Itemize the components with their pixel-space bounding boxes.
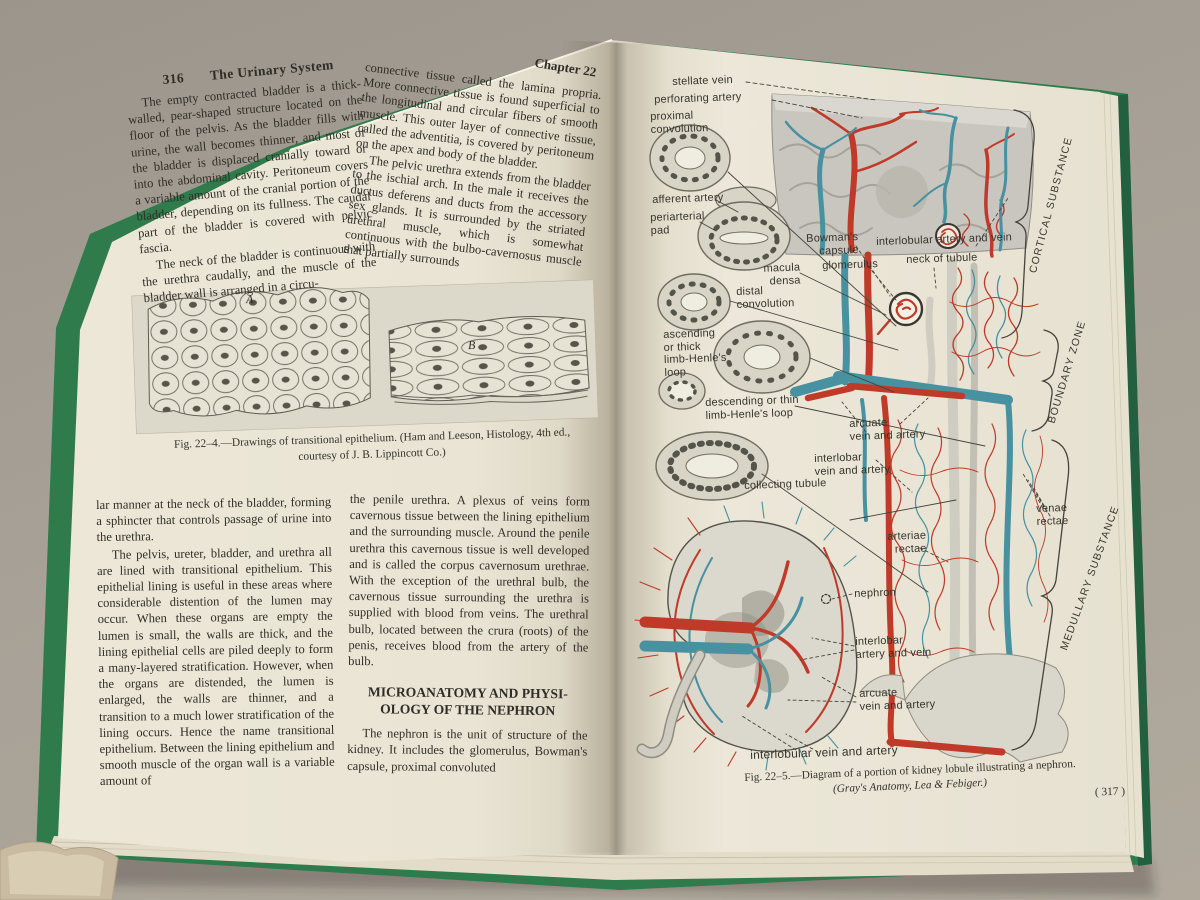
paragraph: lar manner at the neck of the bladder, f… (96, 494, 332, 545)
leader-lines (699, 81, 1051, 753)
label-neck-of-tubule: neck of tubule (906, 251, 978, 266)
section-heading-line2: OLOGY OF THE NEPHRON (380, 701, 556, 719)
paragraph: the penile urethra. A plexus of veins fo… (348, 491, 590, 669)
label-glomerulus: glomerulus (822, 258, 879, 272)
figure-marker-b: B (467, 337, 476, 353)
label-bowmans-capsule: Bowman's capsule (805, 231, 859, 257)
label-ascending-limb: ascending or thick limb-Henle's loop (663, 327, 727, 379)
label-arteriae-rectae: arteriae rectae (887, 529, 927, 556)
label-stellate-vein: stellate vein (672, 73, 734, 88)
paragraph: The pelvis, ureter, bladder, and urethra… (96, 544, 335, 789)
page-stack-right (1098, 92, 1144, 858)
left-col1-upper: The empty contracted bladder is a thick-… (126, 76, 379, 307)
label-proximal-convolution: proximal convolution (650, 109, 709, 136)
page-number-317: ( 317 ) (1094, 785, 1126, 799)
worn-corner (0, 841, 119, 900)
paragraph: The empty contracted bladder is a thick-… (127, 76, 373, 257)
label-afferent-artery: afferent artery (652, 191, 724, 206)
section-heading: MICROANATOMY AND PHYSI- OLOGY OF THE NEP… (350, 683, 586, 719)
tubule-cross-sections (649, 124, 811, 501)
left-col1-lower: lar manner at the neck of the bladder, f… (96, 494, 335, 790)
page-top-highlight (289, 39, 613, 151)
gutter-shadow (560, 40, 668, 855)
label-interlobar-vein-artery: interlobar vein and artery (814, 451, 891, 478)
figure-22-4-art (131, 279, 599, 435)
paragraph: The nephron is the unit of structure of … (347, 726, 588, 775)
left-col2-lower: the penile urethra. A plexus of veins fo… (347, 491, 590, 776)
label-venae-rectae: venae rectae (1036, 501, 1069, 528)
figure-marker-a: A (245, 291, 254, 307)
label-distal-convolution: distal convolution (736, 285, 795, 311)
label-interlobar-artery-vein-kidney: interlobar artery and vein (855, 634, 932, 661)
label-arcuate-vein-artery-kidney: arcuate vein and artery (859, 686, 936, 713)
label-arcuate-vein-artery-upper: arcuate vein and artery (849, 416, 926, 443)
label-descending-limb: descending or thin limb-Henle's loop (705, 393, 799, 422)
kidney-section (634, 501, 858, 771)
figure-22-5-art (634, 81, 1070, 771)
left-col2-upper: connective tissue called the lamina prop… (342, 60, 603, 285)
label-periarterial-pad: periarterial pad (650, 210, 705, 237)
label-nephron: nephron (854, 586, 897, 600)
page-number-316: 316 (162, 70, 185, 87)
left-page (58, 40, 612, 862)
zone-braces (1001, 109, 1070, 751)
